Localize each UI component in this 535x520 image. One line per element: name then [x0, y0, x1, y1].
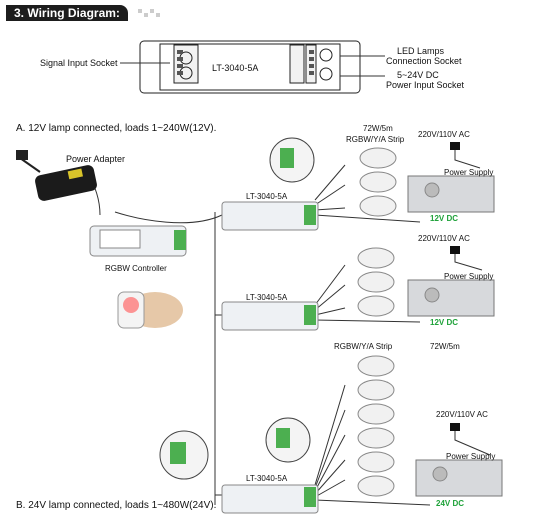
- zoom-terminal-a: [269, 137, 315, 183]
- power-adapter: [16, 150, 97, 201]
- led-lamps-line1: LED Lamps: [397, 46, 445, 56]
- dc-input-line2: Power Input Socket: [386, 80, 465, 90]
- section-b-heading: B. 24V lamp connected, loads 1~480W(24V)…: [16, 500, 217, 511]
- strip-type-b: RGBW/Y/A Strip: [334, 342, 393, 351]
- psu-label-a2: Power Supply: [444, 272, 494, 281]
- signal-input-label: Signal Input Socket: [40, 58, 118, 68]
- plugs: [450, 142, 460, 431]
- led-lamps-line2: Connection Socket: [386, 56, 462, 66]
- strip-watt-b: 72W/5m: [430, 342, 460, 351]
- dc-label-b: 24V DC: [436, 499, 465, 508]
- wires-section-a: [87, 147, 491, 506]
- power-supply-b: [415, 459, 503, 497]
- callout-lines-top: [120, 55, 385, 77]
- power-supply-a2: [407, 279, 495, 317]
- rgbw-controller-label: RGBW Controller: [105, 264, 167, 273]
- remote-hand: [117, 291, 183, 329]
- zoom-terminal-b1: [265, 417, 311, 463]
- power-adapter-label: Power Adapter: [66, 154, 126, 164]
- ac-label-a2: 220V/110V AC: [418, 234, 470, 243]
- dc-input-line1: 5~24V DC: [397, 70, 439, 80]
- top-model-label: LT-3040-5A: [212, 63, 259, 73]
- power-supply-a1: [407, 175, 495, 213]
- controller-unit-b: [221, 484, 319, 514]
- section-a-heading: A. 12V lamp connected, loads 1~240W(12V)…: [16, 123, 217, 134]
- ac-label-a1: 220V/110V AC: [418, 130, 470, 139]
- header-dots: [138, 9, 160, 17]
- model-label-b: LT-3040-5A: [246, 474, 288, 483]
- section-title: 3. Wiring Diagram:: [6, 5, 128, 21]
- strip-type-a: RGBW/Y/A Strip: [346, 135, 405, 144]
- ac-label-b: 220V/110V AC: [436, 410, 488, 419]
- dc-label-a1: 12V DC: [430, 214, 459, 223]
- rgbw-controller: [89, 225, 187, 257]
- dc-label-a2: 12V DC: [430, 318, 459, 327]
- controller-unit-a1: [221, 201, 319, 231]
- psu-label-a1: Power Supply: [444, 168, 494, 177]
- model-label-a1: LT-3040-5A: [246, 192, 288, 201]
- terminal-pins-top: [177, 50, 314, 75]
- controller-unit-a2: [221, 301, 319, 331]
- model-label-a2: LT-3040-5A: [246, 293, 288, 302]
- psu-label-b: Power Supply: [446, 452, 496, 461]
- strip-watt-a: 72W/5m: [363, 124, 393, 133]
- zoom-terminal-b2: [159, 430, 209, 480]
- strip-reels: [357, 147, 397, 497]
